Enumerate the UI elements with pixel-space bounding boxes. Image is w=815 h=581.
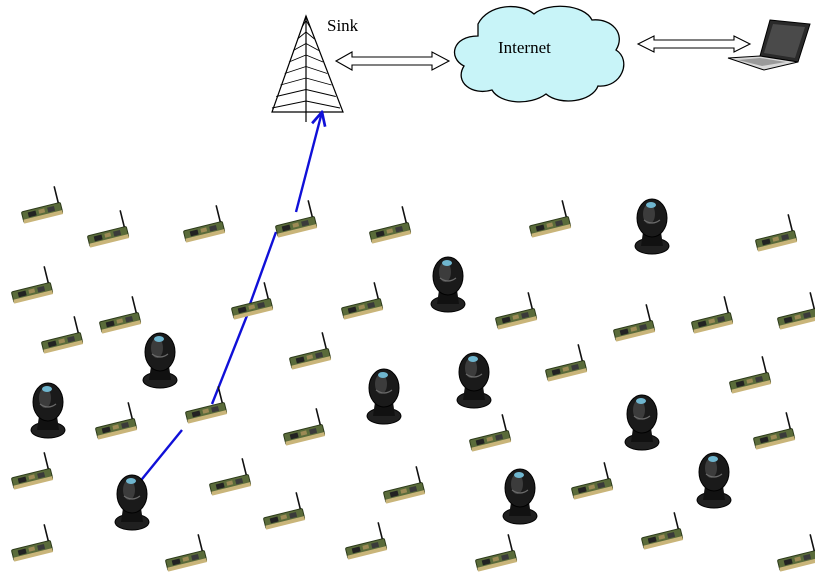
sensor-node-icon <box>11 524 54 562</box>
internet-laptop-link <box>636 35 752 53</box>
sensor-node-icon <box>283 408 326 446</box>
sensor-node-icon <box>21 186 64 224</box>
sensor-node-icon <box>641 512 684 550</box>
camera-node-icon <box>114 474 150 531</box>
camera-node-icon <box>30 382 66 439</box>
route-hop <box>137 429 183 485</box>
sensor-node-icon <box>345 522 388 560</box>
sensor-node-icon <box>777 292 815 330</box>
sensor-node-icon <box>469 414 512 452</box>
camera-node-icon <box>624 394 660 451</box>
camera-node-icon <box>634 198 670 255</box>
sensor-node-icon <box>777 534 815 572</box>
sink-tower-icon <box>271 14 344 122</box>
sensor-node-icon <box>545 344 588 382</box>
sensor-node-icon <box>87 210 130 248</box>
sensor-node-icon <box>341 282 384 320</box>
sensor-node-icon <box>755 214 798 252</box>
camera-node-icon <box>430 256 466 313</box>
laptop-icon <box>727 19 811 71</box>
camera-node-icon <box>142 332 178 389</box>
sensor-node-icon <box>729 356 772 394</box>
sink-label: Sink <box>327 16 359 35</box>
camera-field <box>30 198 732 531</box>
sensor-node-icon <box>95 402 138 440</box>
sensor-node-icon <box>529 200 572 238</box>
sensor-node-icon <box>11 452 54 490</box>
camera-node-icon <box>502 468 538 525</box>
sensor-node-icon <box>209 458 252 496</box>
sink-internet-link <box>334 51 451 71</box>
sensor-field <box>11 186 815 572</box>
sensor-node-icon <box>383 466 426 504</box>
sensor-node-icon <box>571 462 614 500</box>
internet-label: Internet <box>498 38 551 57</box>
sensor-node-icon <box>369 206 412 244</box>
internet-cloud-icon <box>454 5 625 103</box>
route-hop-to-sink <box>294 112 322 213</box>
sensor-node-icon <box>753 412 796 450</box>
sensor-node-icon <box>231 282 274 320</box>
route-hop <box>248 231 278 305</box>
camera-node-icon <box>456 352 492 409</box>
route-hop <box>210 307 252 405</box>
sensor-node-icon <box>275 200 318 238</box>
sensor-node-icon <box>165 534 208 572</box>
sensor-node-icon <box>289 332 332 370</box>
sensor-node-icon <box>613 304 656 342</box>
routing-path <box>137 112 322 485</box>
sensor-node-icon <box>263 492 306 530</box>
camera-node-icon <box>366 368 402 425</box>
sensor-node-icon <box>99 296 142 334</box>
sensor-node-icon <box>183 205 226 243</box>
sensor-node-icon <box>691 296 734 334</box>
camera-node-icon <box>696 452 732 509</box>
sensor-node-icon <box>475 534 518 572</box>
sensor-node-icon <box>41 316 84 354</box>
sensor-node-icon <box>185 386 228 424</box>
sensor-node-icon <box>11 266 54 304</box>
sensor-node-icon <box>495 292 538 330</box>
